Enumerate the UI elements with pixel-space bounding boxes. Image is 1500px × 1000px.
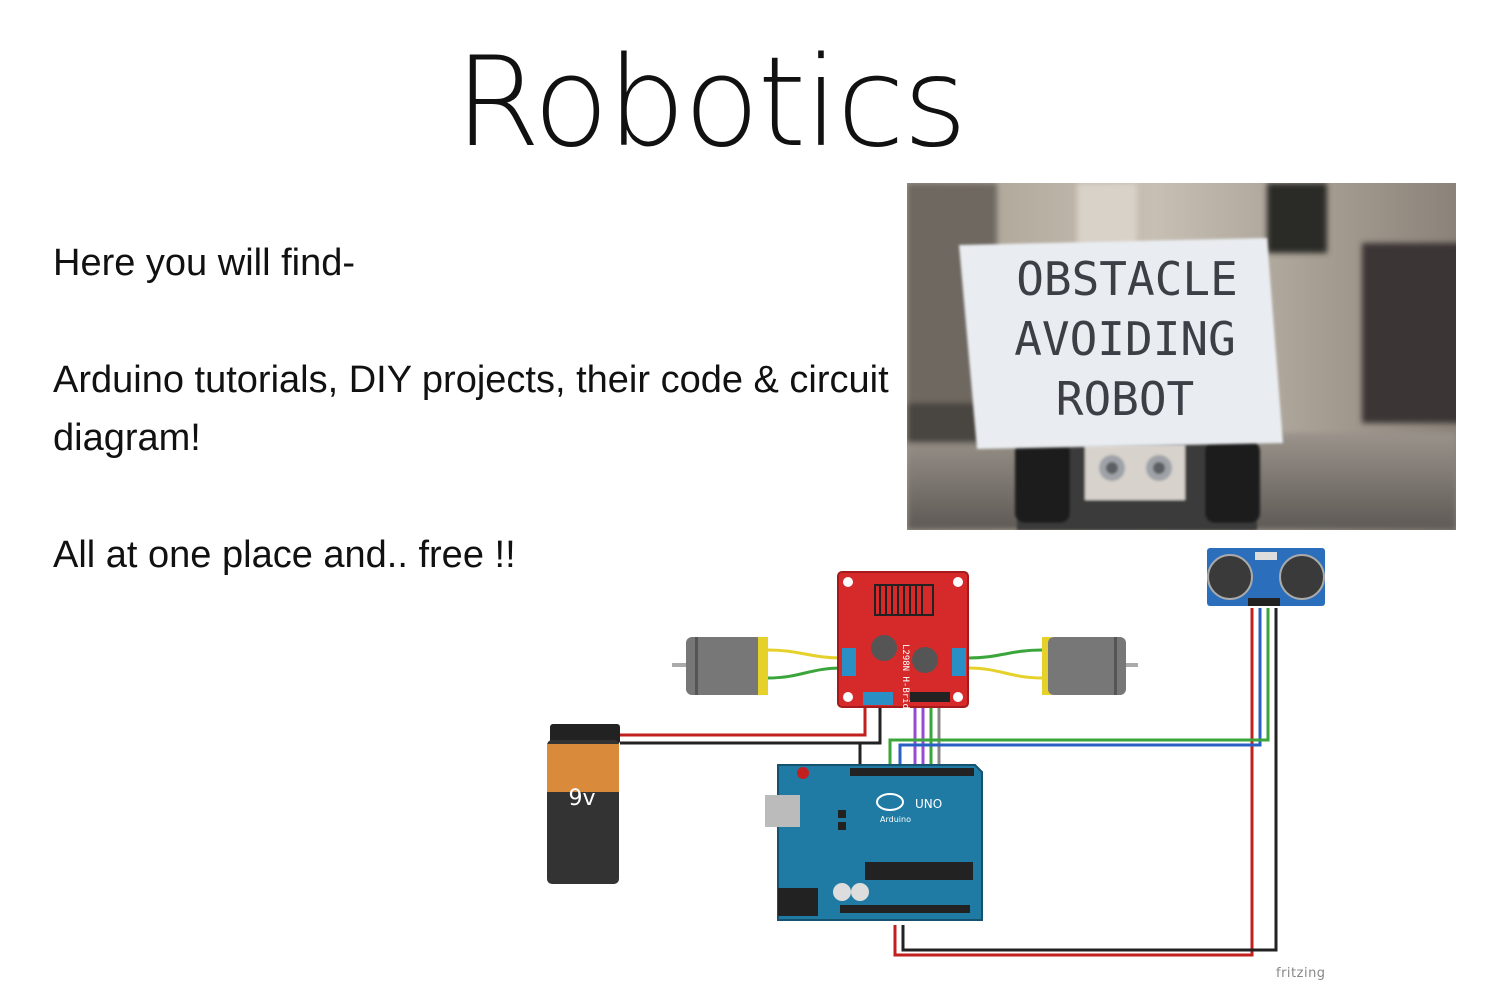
battery-label: 9v: [568, 786, 595, 811]
description-text: Arduino tutorials, DIY projects, their c…: [53, 359, 889, 459]
board-brand: Arduino: [880, 815, 911, 824]
sign-line-3: ROBOT: [1056, 372, 1194, 426]
circuit-diagram: L298N H-Bridge: [520, 540, 1340, 990]
closing-text: All at one place and.. free !!: [53, 534, 516, 576]
intro-text: Here you will find-: [53, 242, 355, 284]
left-motor: [672, 637, 768, 695]
slide-title: Robotics: [454, 31, 968, 175]
ultrasonic-sensor: [1207, 548, 1325, 606]
driver-label: L298N H-Bridge: [900, 644, 910, 720]
fritzing-credit: fritzing: [1276, 966, 1326, 981]
board-label: UNO: [915, 797, 942, 811]
motor-driver: L298N H-Bridge: [837, 571, 969, 720]
battery: 9v: [547, 724, 620, 884]
sign-line-1: OBSTACLE: [1016, 252, 1238, 306]
sign-line-2: AVOIDING: [1014, 312, 1236, 366]
robot-photo: OBSTACLE AVOIDING ROBOT: [907, 183, 1456, 530]
arduino-board: UNO Arduino: [765, 764, 983, 921]
right-motor: [1042, 637, 1138, 695]
